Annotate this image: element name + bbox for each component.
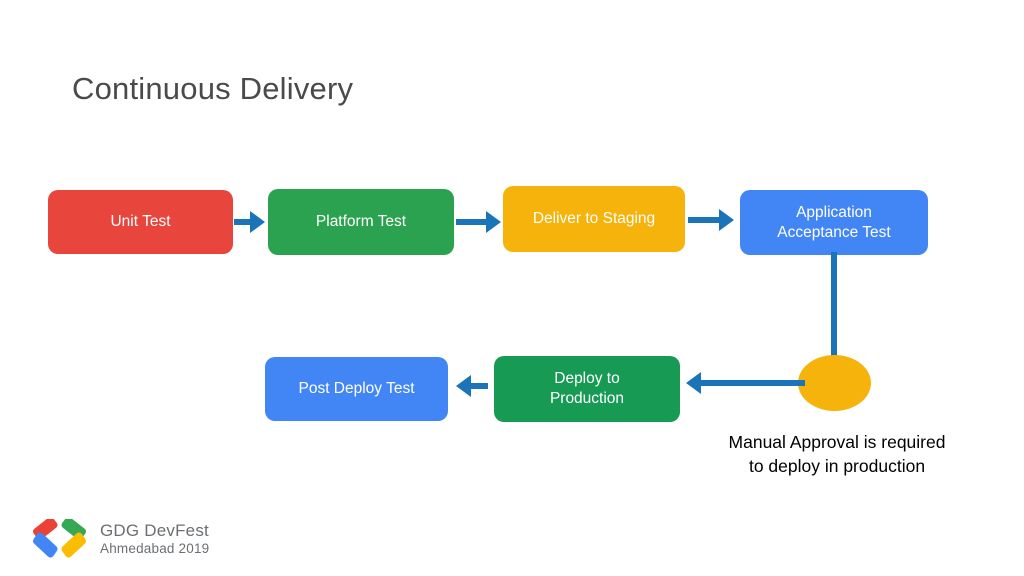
annotation-line-2: to deploy in production (748, 456, 926, 476)
flow-node-label: Unit Test (110, 213, 171, 230)
connector-unit-test-to-platform-test (234, 219, 252, 225)
connector-deliver-to-staging-to-application-acceptance-test (688, 217, 720, 223)
arrow-head-right-icon (250, 211, 265, 233)
manual-approval-annotation: Manual Approval is required to deploy in… (678, 430, 996, 478)
connector-platform-test-to-deliver-to-staging (456, 219, 487, 225)
connector-manual-approval-gate-to-deploy-to-production (700, 380, 805, 386)
flow-node-label-group: Deploy to Production (550, 369, 624, 409)
flow-node-label-line-2: Production (549, 390, 625, 407)
flow-node-label-line-1: Deploy to (554, 370, 620, 387)
flow-node-label-line-1: Application (796, 203, 872, 221)
flow-node-label-line-2: Acceptance Test (777, 223, 891, 241)
logo-text-group: GDG DevFest Ahmedabad 2019 (100, 522, 209, 556)
flow-node-post-deploy-test[interactable]: Post Deploy Test (265, 357, 448, 421)
flow-node-label: Deliver to Staging (532, 210, 656, 227)
logo-title: GDG DevFest (100, 521, 209, 541)
flow-node-manual-approval-gate[interactable] (798, 355, 871, 411)
flow-node-deliver-to-staging[interactable]: Deliver to Staging (503, 186, 685, 252)
flow-node-application-acceptance-test[interactable]: Application Acceptance Test (740, 190, 928, 255)
gdg-chevrons-icon (33, 519, 86, 558)
arrow-head-left-icon (686, 372, 701, 394)
connector-application-acceptance-test-to-manual-approval-gate (831, 252, 837, 380)
page-title: Continuous Delivery (72, 71, 354, 106)
flow-node-label-group: Application Acceptance Test (777, 203, 890, 243)
flow-node-deploy-to-production[interactable]: Deploy to Production (494, 356, 680, 422)
footer-logo: GDG DevFest Ahmedabad 2019 (30, 519, 209, 559)
annotation-line-1: Manual Approval is required (728, 432, 946, 452)
connector-deploy-to-production-to-post-deploy-test (470, 383, 488, 389)
flow-node-label: Platform Test (315, 213, 407, 230)
flow-node-unit-test[interactable]: Unit Test (48, 190, 233, 254)
flow-node-platform-test[interactable]: Platform Test (268, 189, 454, 255)
arrow-head-right-icon (486, 211, 501, 233)
logo-subtitle: Ahmedabad 2019 (100, 541, 210, 557)
arrow-head-right-icon (719, 209, 734, 231)
flow-node-label: Post Deploy Test (298, 380, 415, 397)
arrow-head-left-icon (456, 375, 471, 397)
